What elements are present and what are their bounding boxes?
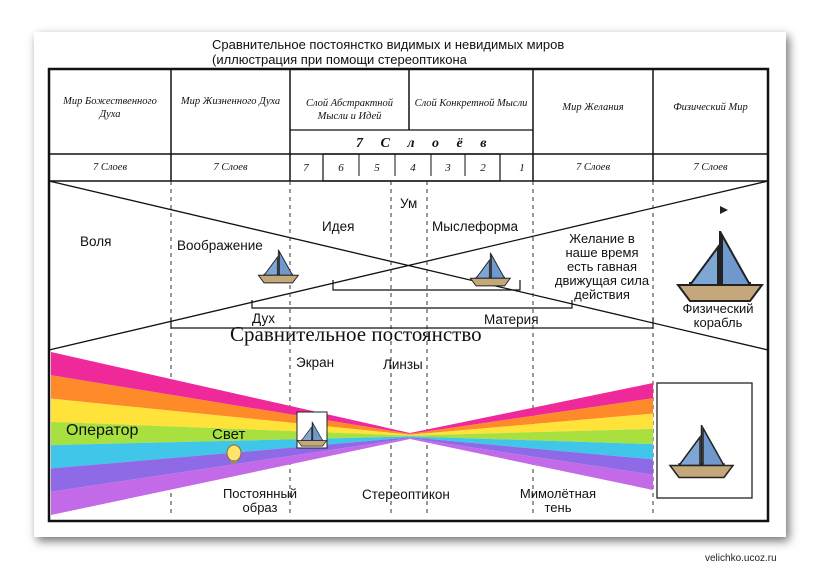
spectrum-band [410, 383, 653, 434]
watermark: velichko.ucoz.ru [705, 553, 777, 564]
spectrum-band [51, 437, 410, 492]
label-idea: Идея [322, 219, 355, 234]
layer-number: 7 [303, 162, 309, 174]
count-divine: 7 Слоев [92, 162, 128, 173]
header-abstract-thought: Слой Абстрактной Мысли и Идей [305, 98, 394, 122]
header-divine-spirit: Мир Божественного Духа [63, 96, 157, 120]
spirit-matter-bracket [251, 300, 573, 309]
spectrum-band [410, 398, 653, 435]
spectrum-band [51, 421, 410, 446]
label-lenses: Линзы [383, 357, 423, 372]
light-bulb-icon [226, 444, 242, 464]
header-physical-world: Физический Мир [673, 102, 748, 113]
layer-number: 1 [519, 162, 525, 174]
sailboat-icon [257, 249, 299, 284]
mind-bracket [332, 280, 521, 291]
flag-icon [720, 206, 728, 214]
spectrum-band [410, 413, 653, 436]
layer-bracket [322, 153, 501, 182]
header-life-spirit: Мир Жизненного Духа [180, 96, 281, 107]
count-physical: 7 Слоев [693, 162, 728, 173]
spectrum-band [410, 428, 653, 445]
main-caption: Сравнительное постоянство [230, 322, 482, 346]
title-line-1: Сравнительное постоянстко видимых и неви… [212, 37, 565, 52]
layer-number: 6 [338, 162, 344, 174]
label-spirit: Дух [252, 311, 275, 326]
count-desire: 7 Слоев [575, 162, 611, 173]
label-thought-form: Мыслеформа [432, 219, 518, 234]
label-stereopticon: Стереоптикон [362, 487, 450, 502]
diagonal-line [48, 180, 769, 351]
label-desire-note: Желание в наше время есть гавная движуща… [554, 231, 650, 302]
spectrum-band [51, 438, 410, 515]
layer-number: 3 [445, 162, 451, 174]
permanence-bracket [170, 318, 654, 329]
label-light: Свет [212, 426, 246, 443]
spectrum-band [410, 438, 653, 490]
spectrum-band [410, 437, 653, 475]
layer-bracket-inner [358, 154, 466, 176]
light-beam-right [410, 383, 653, 490]
label-permanent-image: Постоянный образ [222, 486, 298, 515]
label-operator: Оператор [66, 422, 139, 439]
layers-caption: 7 С л о ё в [356, 136, 494, 151]
count-life: 7 Слоев [213, 162, 248, 173]
header-desire-world: Мир Желания [562, 102, 624, 113]
layer-number: 5 [374, 162, 380, 174]
sailboat-icon [677, 230, 763, 302]
label-screen: Экран [296, 355, 335, 370]
label-fleeting-shadow: Мимолётная тень [519, 486, 597, 515]
layer-number: 4 [410, 162, 416, 174]
label-matter: Материя [484, 312, 539, 327]
title-line-2: (иллюстрация при помощи стереоптикона [212, 52, 467, 67]
sailboat-icon [469, 252, 511, 287]
label-physical-ship: Физический корабль [682, 301, 754, 330]
spectrum-band [410, 436, 653, 460]
layer-number: 2 [480, 162, 486, 174]
label-mind: Ум [400, 196, 418, 211]
label-imagination: Воображение [177, 238, 263, 253]
label-will: Воля [80, 234, 112, 249]
header-concrete-thought: Слой Конкретной Мысли [414, 98, 528, 109]
